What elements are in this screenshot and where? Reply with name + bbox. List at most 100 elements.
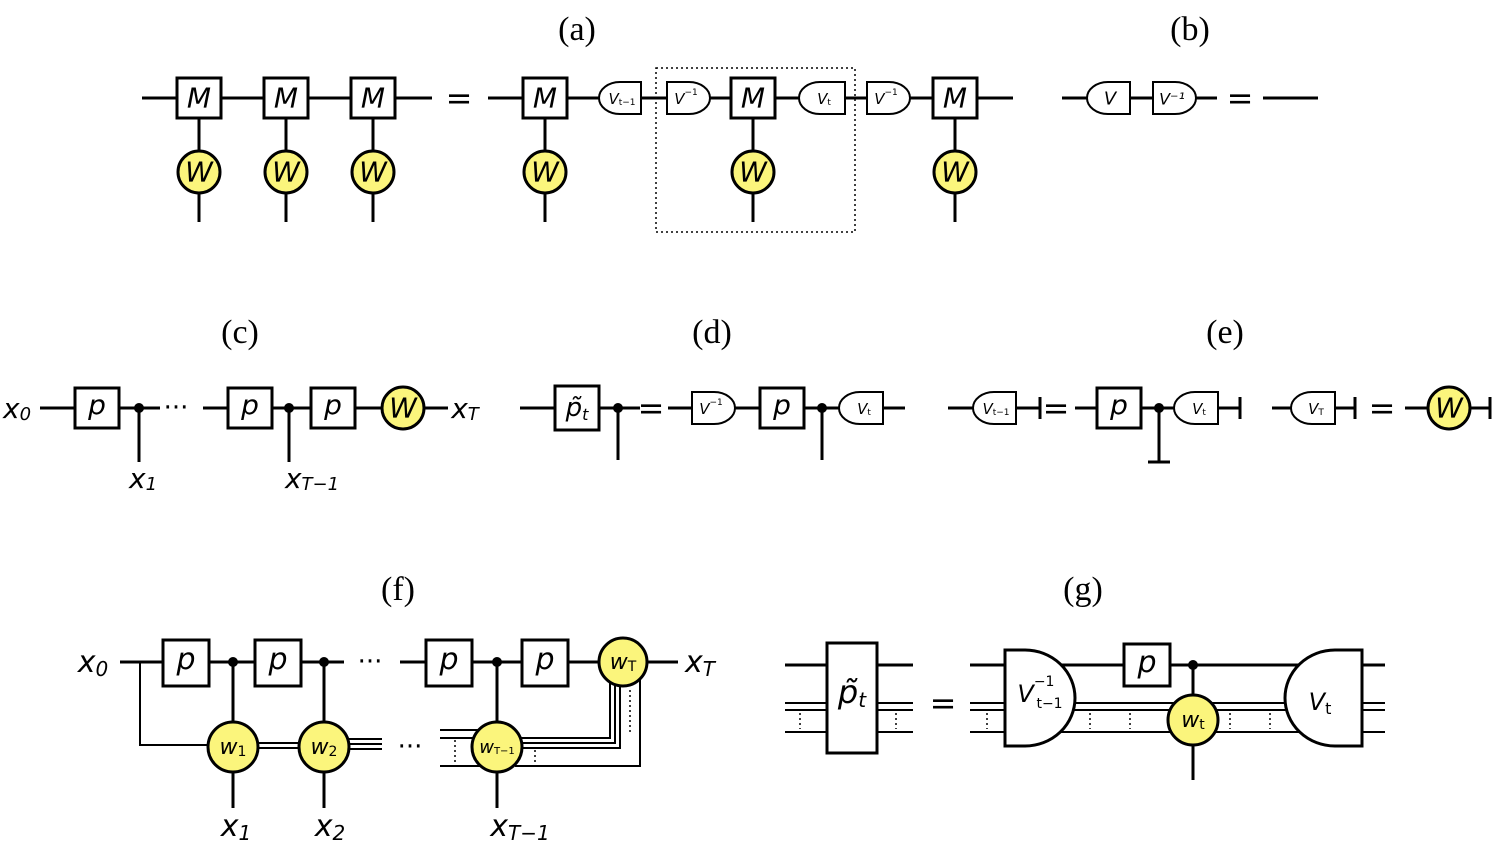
svg-text:W: W bbox=[389, 392, 418, 425]
v-t-minus-1-inverse-node-d bbox=[691, 391, 736, 425]
svg-text:wT: wT bbox=[610, 650, 637, 676]
svg-text:p̃t: p̃t bbox=[565, 393, 590, 424]
svg-text:Vt: Vt bbox=[817, 90, 831, 108]
unit-cell-box bbox=[655, 67, 856, 233]
svg-text:Vt: Vt bbox=[857, 400, 871, 418]
svg-text:W: W bbox=[531, 156, 560, 189]
equals-sign-g: = bbox=[930, 684, 957, 722]
svg-text:M: M bbox=[274, 82, 298, 115]
panel-label-b: (b) bbox=[1170, 11, 1210, 48]
equals-sign-d: = bbox=[638, 389, 665, 427]
svg-text:p: p bbox=[1109, 389, 1128, 422]
panel-label-f: (f) bbox=[381, 571, 415, 608]
svg-text:wT−1: wT−1 bbox=[479, 737, 515, 758]
svg-text:p: p bbox=[1136, 646, 1156, 681]
tensor-node bbox=[1426, 385, 1472, 431]
svg-text:w1: w1 bbox=[220, 735, 247, 761]
svg-text:p: p bbox=[438, 643, 458, 678]
mps-site-1: M W bbox=[175, 76, 223, 222]
svg-text:···: ··· bbox=[164, 393, 189, 423]
svg-text:V⁻¹: V⁻¹ bbox=[1159, 90, 1185, 109]
svg-text:W: W bbox=[1435, 392, 1464, 425]
label-x1-f: x1 bbox=[220, 809, 252, 843]
label-xT: xT bbox=[450, 392, 481, 425]
v-T-cap bbox=[1290, 391, 1336, 425]
tensor-node bbox=[470, 720, 524, 774]
mps-site-3: M W bbox=[349, 76, 397, 222]
label-x0-f: x0 bbox=[77, 645, 109, 682]
tensor-node bbox=[1166, 693, 1220, 747]
tensor-node bbox=[263, 149, 309, 195]
svg-text:p: p bbox=[175, 643, 195, 678]
svg-text:W: W bbox=[359, 156, 388, 189]
v-t-node-g bbox=[1283, 648, 1364, 748]
label-x0: x0 bbox=[2, 392, 31, 425]
v-t-minus-1-inverse-node-g bbox=[1003, 648, 1077, 748]
svg-text:···: ··· bbox=[358, 647, 383, 677]
tensor-node bbox=[297, 720, 351, 774]
svg-text:W: W bbox=[272, 156, 301, 189]
svg-text:W: W bbox=[739, 156, 768, 189]
v-inverse-node bbox=[1152, 81, 1197, 115]
panel-label-c: (c) bbox=[221, 314, 259, 351]
panel-f: x0 ··· p p p p ··· bbox=[77, 636, 717, 843]
label-xT-minus-1-f: xT−1 bbox=[489, 809, 549, 843]
svg-text:Vt: Vt bbox=[1192, 400, 1206, 418]
tensor-node bbox=[522, 149, 568, 195]
svg-text:Vt−1: Vt−1 bbox=[982, 400, 1009, 418]
panel-label-d: (d) bbox=[692, 314, 732, 351]
v-t-minus-1-inverse-node: V−1 bbox=[666, 81, 711, 115]
gauge-site-3: M W bbox=[931, 76, 979, 222]
v-node bbox=[1086, 81, 1131, 115]
svg-text:V−1t−1: V−1t−1 bbox=[1017, 674, 1062, 712]
svg-text:p: p bbox=[87, 389, 106, 422]
panel-d: p̃t = V−1 p Vt bbox=[520, 384, 905, 460]
equals-sign-a: = bbox=[446, 79, 473, 117]
tensor-node bbox=[597, 636, 649, 688]
panel-e: Vt−1 = p Vt VT = W bbox=[948, 385, 1492, 464]
equals-sign-e1: = bbox=[1043, 389, 1070, 427]
svg-text:p̃t: p̃t bbox=[837, 673, 867, 712]
tensor-node bbox=[206, 720, 260, 774]
v-t-minus-1-cap bbox=[972, 391, 1017, 425]
gauge-site-2: M W bbox=[729, 76, 777, 222]
svg-text:wt: wt bbox=[1181, 708, 1205, 734]
svg-text:p: p bbox=[534, 643, 554, 678]
tensor-node bbox=[730, 149, 776, 195]
gauge-site-1: M W bbox=[521, 76, 569, 222]
svg-text:V−1: V−1 bbox=[674, 88, 698, 108]
svg-text:V−1: V−1 bbox=[699, 398, 723, 418]
label-x2-f: x2 bbox=[314, 809, 346, 843]
svg-text:V: V bbox=[1104, 89, 1118, 110]
v-t-minus-1-node: Vt−1 bbox=[598, 81, 642, 115]
svg-text:M: M bbox=[943, 82, 967, 115]
mps-site-2: M W bbox=[262, 76, 310, 222]
svg-text:p: p bbox=[267, 643, 287, 678]
equals-sign-b: = bbox=[1227, 79, 1254, 117]
tensor-node bbox=[380, 385, 426, 431]
svg-text:M: M bbox=[361, 82, 385, 115]
panel-label-e: (e) bbox=[1206, 314, 1244, 351]
v-t-inverse-node: V−1 bbox=[866, 81, 911, 115]
panel-a: M W M W M W = M W bbox=[142, 67, 1013, 233]
label-xT-f: xT bbox=[684, 645, 717, 682]
label-x1: x1 bbox=[128, 462, 157, 495]
v-t-node: Vt bbox=[798, 81, 846, 115]
svg-text:VT: VT bbox=[1308, 400, 1324, 418]
svg-text:V−1: V−1 bbox=[874, 88, 898, 108]
svg-text:p: p bbox=[772, 389, 791, 422]
panel-label-a: (a) bbox=[558, 11, 596, 48]
svg-text:Vt: Vt bbox=[1309, 688, 1332, 718]
svg-text:W: W bbox=[185, 156, 214, 189]
svg-text:p: p bbox=[240, 389, 259, 422]
svg-text:W: W bbox=[941, 156, 970, 189]
tensor-node bbox=[350, 149, 396, 195]
svg-text:p: p bbox=[323, 389, 342, 422]
label-xT-minus-1: xT−1 bbox=[284, 462, 339, 495]
v-t-node-d bbox=[838, 391, 884, 425]
tensor-node bbox=[176, 149, 222, 195]
svg-text:···: ··· bbox=[398, 732, 423, 762]
svg-text:w2: w2 bbox=[311, 735, 338, 761]
